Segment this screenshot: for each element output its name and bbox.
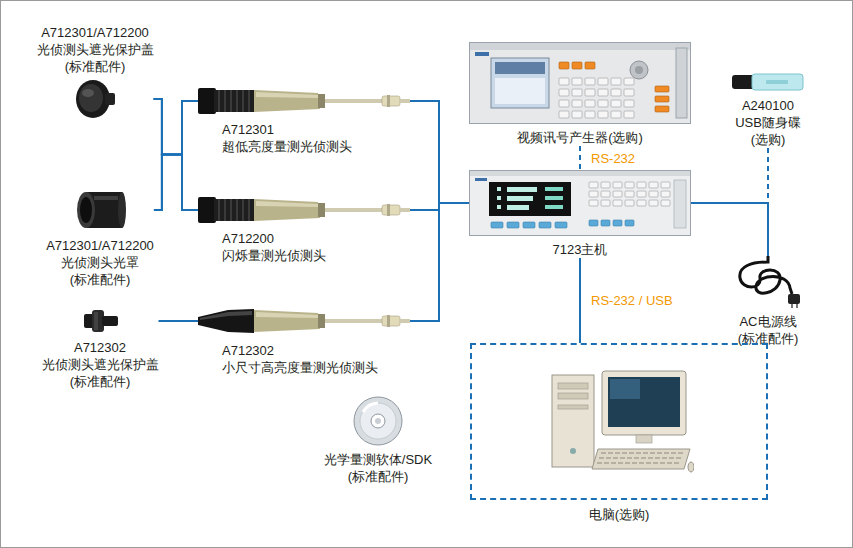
software-disc: 光学量测软体/SDK(标准配件): [324, 396, 432, 485]
cable-line: [579, 258, 581, 343]
part-note: 小尺寸高亮度量测光侦测头: [222, 359, 378, 376]
optional-cable: [691, 148, 768, 203]
light-probe: A712302小尺寸高亮度量测光侦测头: [198, 305, 410, 376]
part-note: USB随身碟: [735, 114, 801, 131]
cable-line: [154, 99, 199, 155]
cable-line: [154, 155, 198, 211]
part-note: (标准配件): [65, 58, 126, 75]
interface-label: RS-232 / USB: [589, 292, 675, 309]
hood-illustration: [74, 188, 126, 232]
usb-drive: A240100USB随身碟(选购): [732, 72, 804, 148]
part-note: 光侦测头遮光保护盖: [37, 41, 154, 58]
cap-drawing: [73, 79, 117, 119]
part-label: A712301/A712200: [41, 24, 149, 41]
caption-group: AC电源线(标准配件): [738, 313, 799, 347]
shield-cap: A712302光侦测头遮光保护盖(标准配件): [42, 308, 159, 390]
caption-group: 视频讯号产生器(选购): [517, 129, 643, 146]
probe-drawing: [198, 195, 410, 225]
probecone-illustration: [198, 305, 410, 337]
part-note: 超低亮度量测光侦测头: [222, 138, 352, 155]
caption-group: A712200闪烁量测光侦测头: [198, 230, 326, 264]
light-probe: A712200闪烁量测光侦测头: [198, 195, 410, 264]
part-label: 电脑(选购): [589, 506, 650, 523]
part-label: A712301/A712200: [46, 237, 154, 254]
caption-group: A712301/A712200光侦测头光罩(标准配件): [46, 237, 154, 288]
smallcap-drawing: [80, 308, 120, 334]
part-label: A712302: [222, 342, 274, 359]
optional-cable: [579, 146, 581, 170]
part-note: (标准配件): [348, 468, 409, 485]
host-drawing: [469, 170, 691, 236]
usb-illustration: [732, 72, 804, 92]
caption-group: 7123主机: [553, 241, 608, 258]
caption-group: A240100USB随身碟(选购): [735, 97, 801, 148]
power-illustration: [732, 256, 804, 308]
part-label: 7123主机: [553, 241, 608, 258]
computer-illustration: [544, 365, 694, 477]
interface-label: RS-232: [589, 150, 637, 167]
part-note: 闪烁量测光侦测头: [222, 247, 326, 264]
cable-line: [691, 203, 768, 256]
main-unit: 7123主机: [469, 170, 691, 258]
power-drawing: [732, 256, 804, 308]
caption-group: A712301/A712200光侦测头遮光保护盖(标准配件): [37, 24, 154, 75]
cable-line: [159, 320, 199, 322]
probe-illustration: [198, 195, 410, 225]
computer-drawing: [544, 365, 694, 477]
shield-cap: A712301/A712200光侦测头遮光保护盖(标准配件): [37, 24, 154, 119]
gen-illustration: [469, 42, 691, 124]
computer-box: 电脑(选购): [470, 343, 768, 500]
cable-line: [410, 203, 469, 321]
probecone-drawing: [198, 305, 410, 337]
gen-drawing: [469, 42, 691, 124]
part-label: A240100: [742, 97, 794, 114]
host-illustration: [469, 170, 691, 236]
part-label: A712301: [222, 121, 274, 138]
light-hood: A712301/A712200光侦测头光罩(标准配件): [46, 188, 154, 288]
cd-illustration: [353, 396, 403, 446]
part-note: 光侦测头遮光保护盖: [42, 356, 159, 373]
probe-drawing: [198, 86, 410, 116]
cable-line: [154, 101, 198, 210]
part-label: 视频讯号产生器(选购): [517, 129, 643, 146]
probe-illustration: [198, 86, 410, 116]
part-note: (标准配件): [70, 373, 131, 390]
light-probe: A712301超低亮度量测光侦测头: [198, 86, 410, 155]
caption-group: 光学量测软体/SDK(标准配件): [324, 451, 432, 485]
smallcap-illustration: [80, 308, 120, 334]
cable-line: [410, 101, 469, 203]
part-label: 光学量测软体/SDK: [324, 451, 432, 468]
caption-group: A712301超低亮度量测光侦测头: [198, 121, 352, 155]
part-label: A712200: [222, 230, 274, 247]
part-note: 光侦测头光罩: [61, 254, 139, 271]
caption-group: A712302光侦测头遮光保护盖(标准配件): [42, 339, 159, 390]
caption-group: A712302小尺寸高亮度量测光侦测头: [198, 342, 378, 376]
usb-drawing: [732, 72, 804, 92]
hood-drawing: [74, 188, 126, 232]
cap-illustration: [73, 79, 117, 119]
part-note: (标准配件): [70, 271, 131, 288]
part-label: A712302: [74, 339, 126, 356]
cd-drawing: [353, 396, 403, 446]
cable-line: [154, 99, 199, 210]
part-note: (选购): [751, 131, 786, 148]
part-label: AC电源线: [739, 313, 796, 330]
caption-group: 电脑(选购): [472, 506, 766, 523]
signal-generator: 视频讯号产生器(选购): [469, 42, 691, 146]
power-cord: AC电源线(标准配件): [732, 256, 804, 347]
